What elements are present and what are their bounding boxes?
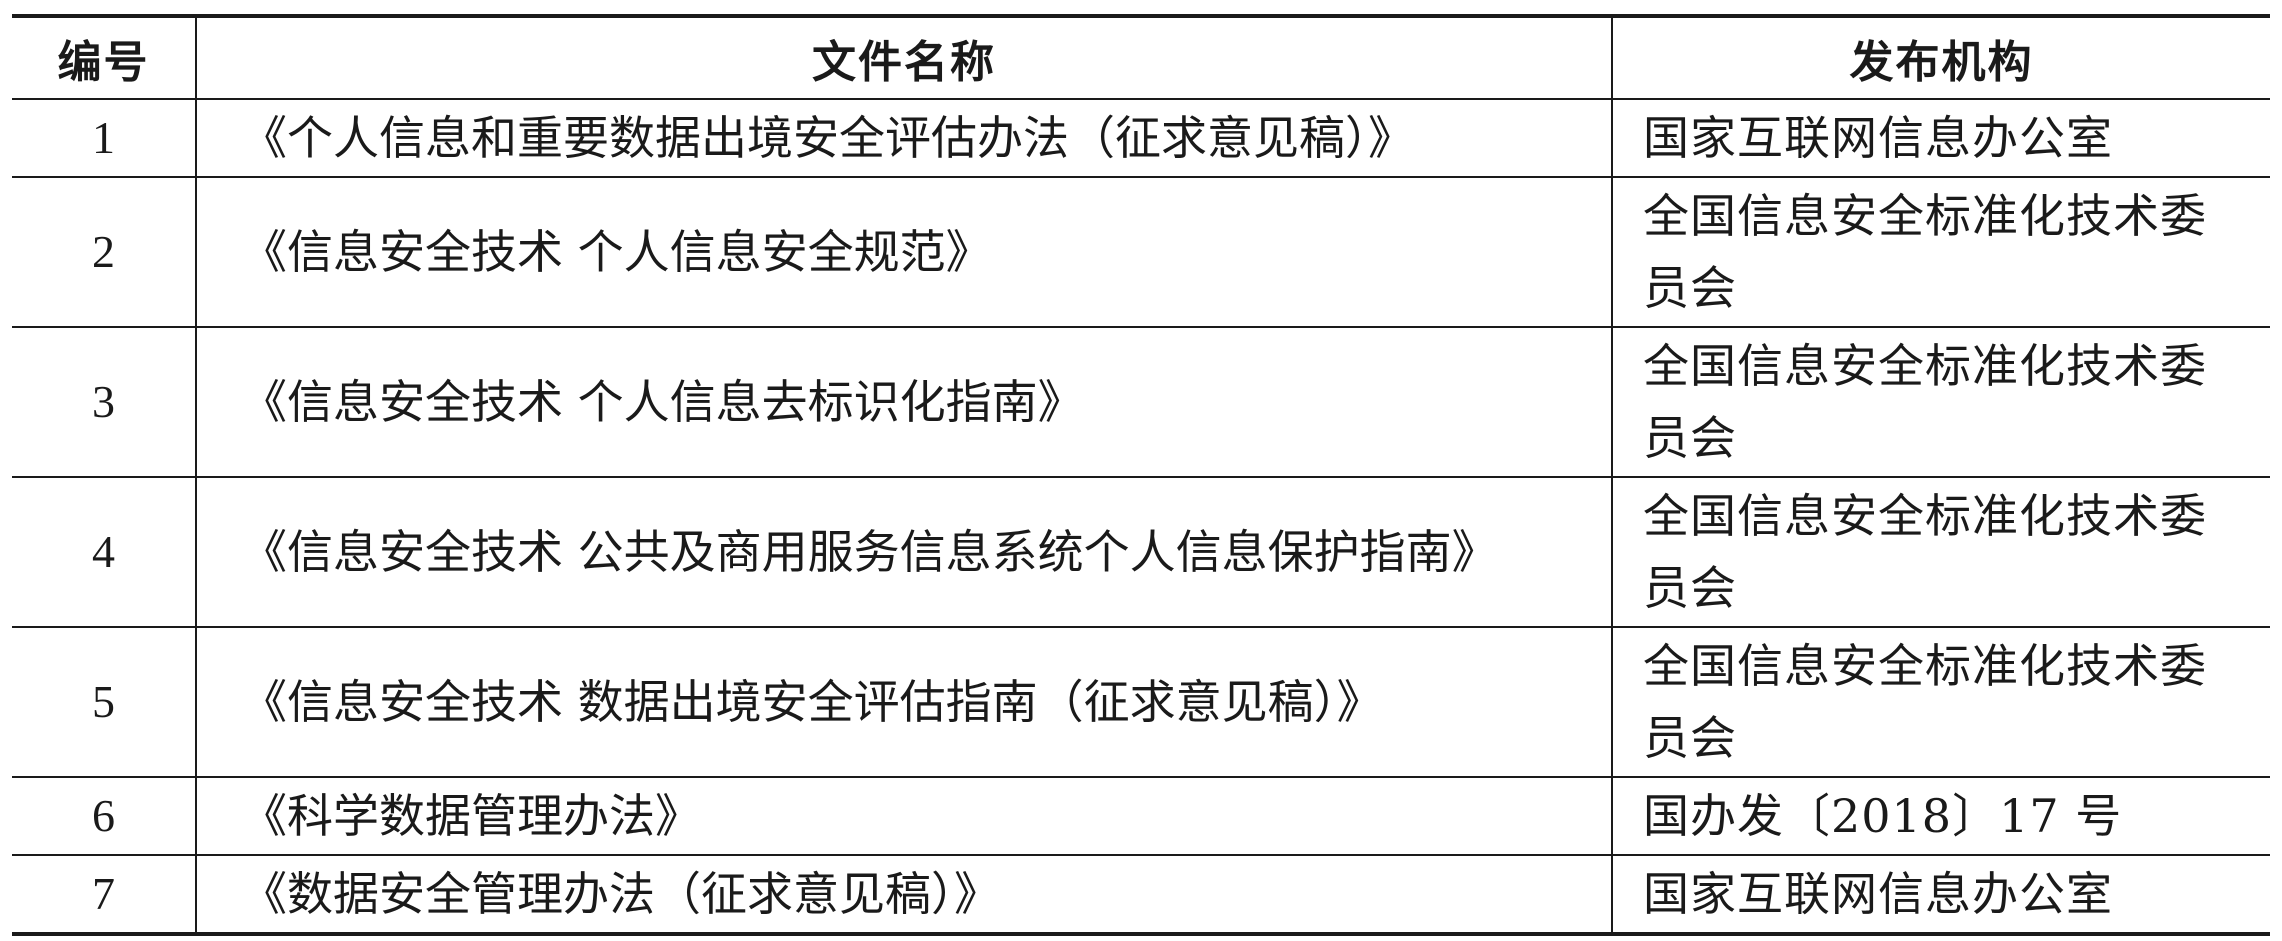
header-name: 文件名称 [195,15,1612,100]
row-org: 国家互联网信息办公室 [1611,854,2270,935]
table-row: 6 《科学数据管理办法》 国办发〔2018〕17 号 [12,776,2270,856]
table-row: 5 《信息安全技术 数据出境安全评估指南（征求意见稿）》 全国信息安全标准化技术… [12,626,2270,778]
row-name: 《信息安全技术 数据出境安全评估指南（征求意见稿）》 [195,626,1612,778]
regulation-table: 编号 文件名称 发布机构 1 《个人信息和重要数据出境安全评估办法（征求意见稿）… [12,14,2270,936]
row-num: 2 [12,176,196,328]
table-row: 2 《信息安全技术 个人信息安全规范》 全国信息安全标准化技术委员会 [12,176,2270,328]
table-row: 3 《信息安全技术 个人信息去标识化指南》 全国信息安全标准化技术委员会 [12,326,2270,478]
row-name: 《信息安全技术 公共及商用服务信息系统个人信息保护指南》 [195,476,1612,628]
row-name: 《信息安全技术 个人信息去标识化指南》 [195,326,1612,478]
row-org: 全国信息安全标准化技术委员会 [1611,326,2270,478]
row-num: 7 [12,854,196,935]
table-row: 7 《数据安全管理办法（征求意见稿）》 国家互联网信息办公室 [12,854,2270,935]
row-num: 3 [12,326,196,478]
row-org: 国办发〔2018〕17 号 [1611,776,2270,856]
header-num: 编号 [12,15,196,100]
row-org: 全国信息安全标准化技术委员会 [1611,176,2270,328]
table-header-row: 编号 文件名称 发布机构 [12,15,2270,100]
table-row: 1 《个人信息和重要数据出境安全评估办法（征求意见稿）》 国家互联网信息办公室 [12,98,2270,178]
row-name: 《个人信息和重要数据出境安全评估办法（征求意见稿）》 [195,98,1612,178]
row-name: 《科学数据管理办法》 [195,776,1612,856]
row-num: 6 [12,776,196,856]
row-name: 《数据安全管理办法（征求意见稿）》 [195,854,1612,935]
row-num: 4 [12,476,196,628]
row-num: 1 [12,98,196,178]
header-org: 发布机构 [1611,15,2270,100]
row-num: 5 [12,626,196,778]
row-name: 《信息安全技术 个人信息安全规范》 [195,176,1612,328]
table-row: 4 《信息安全技术 公共及商用服务信息系统个人信息保护指南》 全国信息安全标准化… [12,476,2270,628]
row-org: 全国信息安全标准化技术委员会 [1611,626,2270,778]
row-org: 全国信息安全标准化技术委员会 [1611,476,2270,628]
row-org: 国家互联网信息办公室 [1611,98,2270,178]
